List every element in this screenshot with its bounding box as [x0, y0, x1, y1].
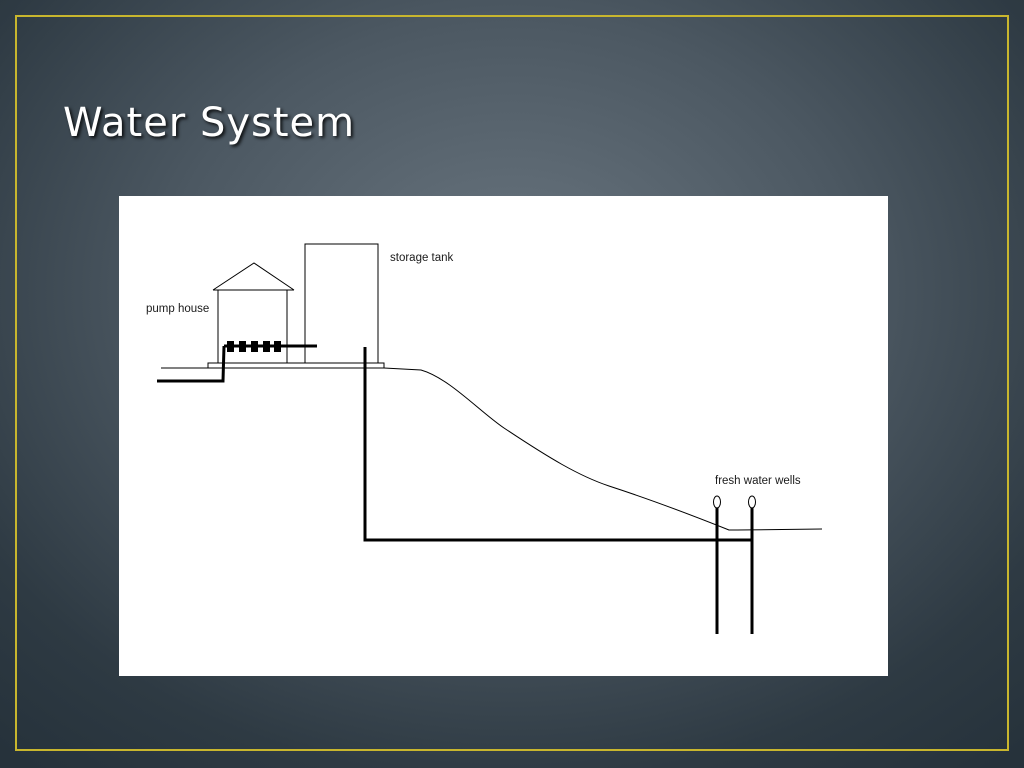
pump-block-3: [251, 341, 258, 352]
storage-tank: [304, 243, 379, 364]
slide-frame: [15, 15, 1009, 751]
pump-house-label: pump house: [146, 303, 209, 315]
pump-house-roof: [212, 262, 295, 291]
pump-block-5: [274, 341, 281, 352]
slide-title: Water System: [63, 100, 356, 146]
diagram-canvas: pump house storage tank fresh water well…: [146, 243, 823, 634]
pump-block-1: [227, 341, 234, 352]
pump-block-2: [239, 341, 246, 352]
foundation-slab: [207, 362, 385, 369]
well-head-1: [713, 495, 721, 509]
hill-slope: [383, 367, 823, 531]
pump-block-4: [263, 341, 270, 352]
outlet-pipe: [157, 345, 226, 383]
water-system-diagram: pump house storage tank fresh water well…: [119, 196, 888, 676]
supply-pipe: [363, 347, 752, 542]
storage-tank-label: storage tank: [390, 252, 454, 264]
well-head-2: [748, 495, 756, 509]
fresh-water-wells-label: fresh water wells: [715, 475, 801, 487]
